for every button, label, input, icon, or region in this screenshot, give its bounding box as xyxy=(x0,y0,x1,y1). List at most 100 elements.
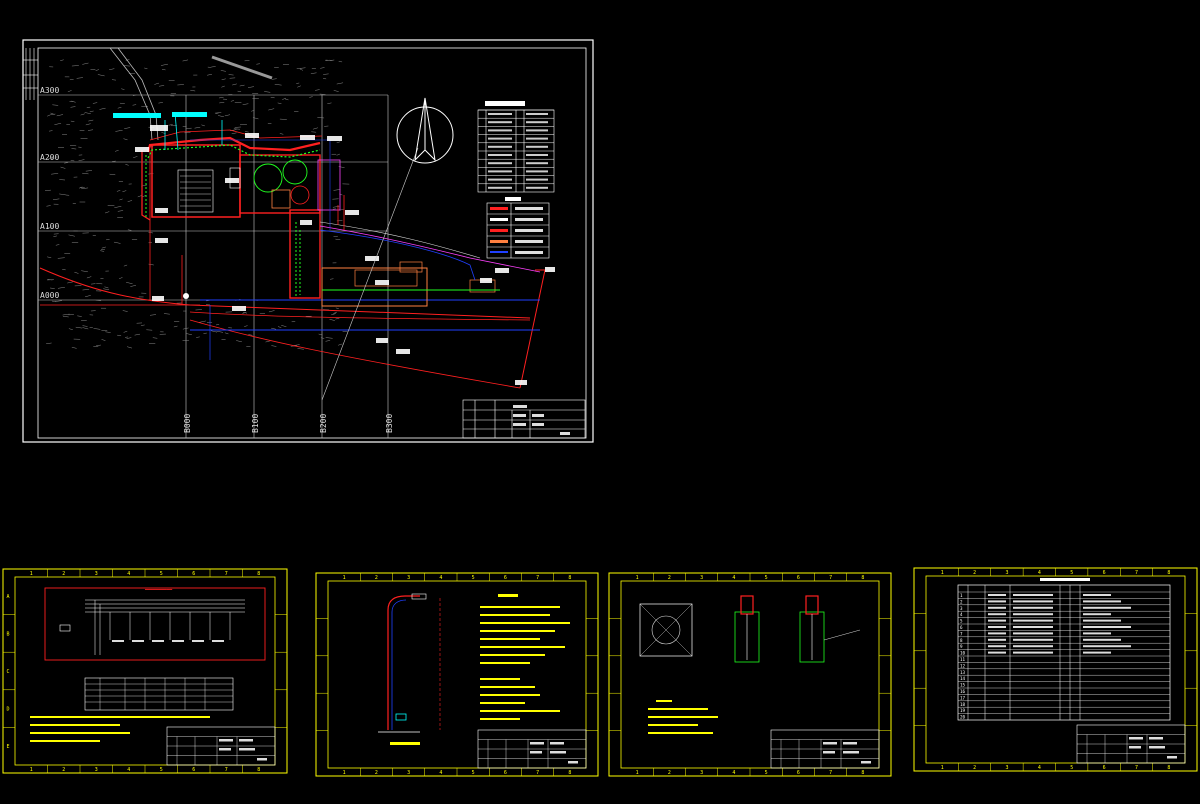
table-row-number: 11 xyxy=(960,657,966,662)
table-row-number: 10 xyxy=(960,651,966,656)
grid-label-a300: A300 xyxy=(40,86,59,95)
zone-number: 3 xyxy=(1005,765,1008,771)
zone-number: 6 xyxy=(504,770,507,776)
zone-number: 6 xyxy=(797,575,800,581)
table-row-number: 14 xyxy=(960,676,966,681)
zone-number: 5 xyxy=(765,575,768,581)
sheet-title-block xyxy=(167,727,275,765)
grid-label-a200: A200 xyxy=(40,153,59,162)
zone-number: 8 xyxy=(861,770,864,776)
sheet-4-material-table xyxy=(958,578,1170,720)
grid-label-a000: A000 xyxy=(40,291,59,300)
sheet-2-lamp-detail xyxy=(378,594,570,745)
zone-number: 5 xyxy=(160,571,163,577)
zone-number: 6 xyxy=(192,767,195,773)
zone-number: 2 xyxy=(973,765,976,771)
zone-number: 1 xyxy=(30,767,33,773)
sheet-title-block xyxy=(1077,725,1185,763)
zone-number: 2 xyxy=(668,770,671,776)
zone-number: 1 xyxy=(30,571,33,577)
grid-label-b100: B100 xyxy=(251,414,260,433)
table-row-number: 17 xyxy=(960,695,966,700)
zone-number: 3 xyxy=(700,770,703,776)
terrain-hatch xyxy=(45,59,349,349)
table-row-number: 5 xyxy=(960,619,963,624)
zone-number: 4 xyxy=(439,770,442,776)
zone-number: 6 xyxy=(504,575,507,581)
site-plan-sheet[interactable]: A300 A200 A100 A000 B000 B100 B200 B300 xyxy=(23,40,593,442)
zone-number: 7 xyxy=(1135,765,1138,771)
zone-number: 3 xyxy=(407,575,410,581)
zone-number: 6 xyxy=(192,571,195,577)
zone-number: 5 xyxy=(160,767,163,773)
north-arrow-icon xyxy=(397,98,453,163)
sheet-1-schematic: ━━━━━━━━━ xyxy=(30,587,265,742)
sheet-3-foundation-details xyxy=(640,596,860,734)
building-complex xyxy=(152,145,495,306)
table-row-number: 6 xyxy=(960,625,963,630)
zone-number: 1 xyxy=(941,570,944,576)
zone-number: 8 xyxy=(1167,765,1170,771)
zone-number: 4 xyxy=(1038,765,1041,771)
table-row-number: 12 xyxy=(960,663,966,668)
row-letter: B xyxy=(7,631,10,637)
zone-number: 5 xyxy=(1070,765,1073,771)
grid-labels-x: B000 B100 B200 B300 xyxy=(183,414,394,433)
zone-number: 1 xyxy=(636,575,639,581)
zone-number: 2 xyxy=(62,571,65,577)
survey-point xyxy=(183,293,189,299)
grid-label-a100: A100 xyxy=(40,222,59,231)
grid-label-b300: B300 xyxy=(385,414,394,433)
zone-number: 8 xyxy=(1167,570,1170,576)
zone-number: 5 xyxy=(1070,570,1073,576)
row-letter: E xyxy=(7,744,10,750)
zone-number: 4 xyxy=(732,575,735,581)
leader-line xyxy=(322,148,418,400)
zone-number: 7 xyxy=(536,575,539,581)
zone-number: 5 xyxy=(472,770,475,776)
zone-number: 8 xyxy=(861,575,864,581)
zone-number: 6 xyxy=(797,770,800,776)
grid-label-b200: B200 xyxy=(319,414,328,433)
small-sheets: 1122334455667788ABCDE1122334455667788112… xyxy=(3,568,1197,776)
table-row-number: 3 xyxy=(960,606,963,611)
table-row-number: 9 xyxy=(960,644,963,649)
zone-number: 7 xyxy=(225,767,228,773)
row-letter: A xyxy=(7,594,10,600)
zone-number: 1 xyxy=(941,765,944,771)
sheet-title-block xyxy=(771,730,879,768)
zone-number: 2 xyxy=(375,575,378,581)
zone-number: 7 xyxy=(829,575,832,581)
coordinate-grid xyxy=(38,95,388,438)
sheet-title-block xyxy=(478,730,586,768)
zone-number: 1 xyxy=(343,575,346,581)
zone-number: 8 xyxy=(257,571,260,577)
zone-number: 5 xyxy=(472,575,475,581)
zone-number: 3 xyxy=(700,575,703,581)
table-row-number: 15 xyxy=(960,683,966,688)
zone-number: 7 xyxy=(225,571,228,577)
zone-number: 8 xyxy=(257,767,260,773)
zone-number: 3 xyxy=(95,767,98,773)
zone-number: 2 xyxy=(62,767,65,773)
table-row-number: 19 xyxy=(960,708,966,713)
binding-strip xyxy=(23,48,38,100)
boundary-lines xyxy=(40,150,545,388)
table-row-number: 13 xyxy=(960,670,966,675)
zone-number: 5 xyxy=(765,770,768,776)
table-row-number: 7 xyxy=(960,631,963,636)
line-legend-swatches xyxy=(490,197,543,254)
zone-number: 4 xyxy=(127,767,130,773)
zone-number: 3 xyxy=(95,571,98,577)
grid-labels-y: A300 A200 A100 A000 xyxy=(40,86,59,300)
zone-number: 6 xyxy=(1103,765,1106,771)
zone-number: 8 xyxy=(568,770,571,776)
zone-number: 1 xyxy=(636,770,639,776)
zone-number: 2 xyxy=(668,575,671,581)
zone-number: 4 xyxy=(1038,570,1041,576)
